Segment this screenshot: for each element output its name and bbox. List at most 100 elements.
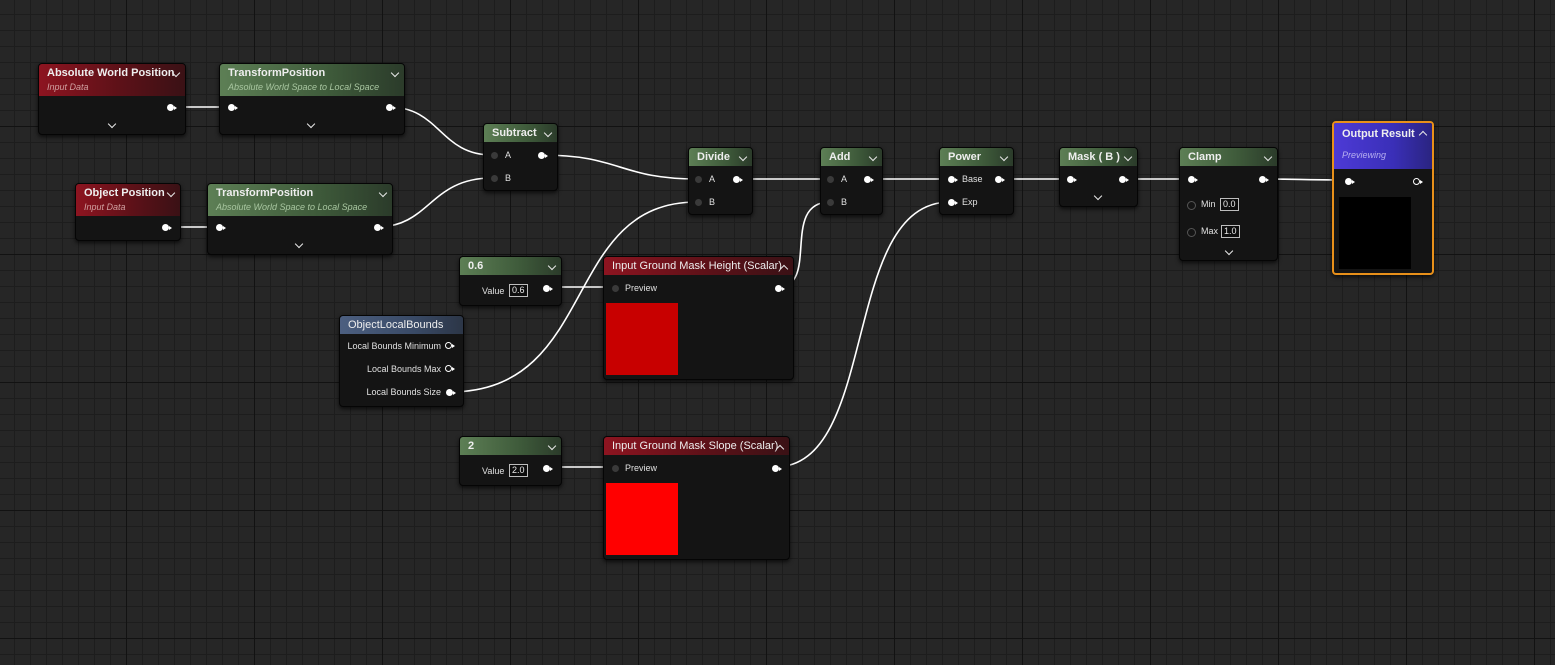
node-header[interactable]: TransformPosition Absolute World Space t… [220,64,404,96]
output-pin[interactable] [864,176,874,183]
collapse-chevron-icon[interactable] [547,261,557,271]
input-pin-a[interactable] [491,152,498,159]
output-pin[interactable] [733,176,743,183]
clamp-node[interactable]: Clamp Min 0.0 Max 1.0 [1179,147,1278,261]
expand-chevron-icon[interactable] [306,119,316,129]
node-header[interactable]: Divide [689,148,752,166]
input-pin-a[interactable] [695,176,702,183]
local-bounds-minimum-pin[interactable] [445,342,455,349]
collapse-chevron-icon[interactable] [390,68,400,78]
expand-chevron-icon[interactable] [107,119,117,129]
node-title: Mask ( B ) [1068,151,1120,163]
collapse-chevron-icon[interactable] [543,128,553,138]
input-pin-min[interactable] [1187,201,1196,210]
min-label: Min [1201,199,1216,209]
power-node[interactable]: Power Base Exp [939,147,1014,215]
input-pin[interactable] [612,465,619,472]
collapse-chevron-icon[interactable] [999,152,1009,162]
node-header[interactable]: Mask ( B ) [1060,148,1137,166]
node-header[interactable]: Output Result Previewing [1334,123,1432,169]
output-pin[interactable] [543,465,553,472]
min-value-field[interactable]: 0.0 [1220,198,1239,211]
node-header[interactable]: TransformPosition Absolute World Space t… [208,184,392,216]
local-bounds-size-pin[interactable] [446,389,456,396]
max-label: Max [1201,226,1219,236]
collapse-chevron-icon[interactable] [166,188,176,198]
output-pin[interactable] [374,224,384,231]
input-pin[interactable] [1188,176,1198,183]
constant-node[interactable]: 2 Value 2.0 [459,436,562,486]
pin-label: A [841,174,848,184]
output-pin[interactable] [538,152,548,159]
transform-position-node[interactable]: TransformPosition Absolute World Space t… [219,63,405,135]
node-header[interactable]: Clamp [1180,148,1277,166]
expand-chevron-icon[interactable] [1093,191,1103,201]
input-pin[interactable] [228,104,238,111]
pin-label: B [709,197,716,207]
input-pin-b[interactable] [491,175,498,182]
pin-label: A [709,174,716,184]
divide-node[interactable]: Divide A B [688,147,753,215]
value-label: Value [482,466,505,476]
node-header[interactable]: ObjectLocalBounds [340,316,463,334]
local-bounds-max-pin[interactable] [445,365,455,372]
absolute-world-position-node[interactable]: Absolute World Position Input Data [38,63,186,135]
collapse-chevron-icon[interactable] [738,152,748,162]
ground-mask-slope-node[interactable]: Input Ground Mask Slope (Scalar) Preview [603,436,790,560]
node-header[interactable]: Absolute World Position Input Data [39,64,185,96]
node-header[interactable]: Subtract [484,124,557,142]
output-pin[interactable] [1119,176,1129,183]
collapse-chevron-icon[interactable] [868,152,878,162]
max-value-field[interactable]: 1.0 [1221,225,1240,238]
preview-thumbnail [1339,197,1411,269]
object-position-node[interactable]: Object Position Input Data [75,183,181,241]
input-pin[interactable] [1067,176,1077,183]
value-field[interactable]: 2.0 [509,464,528,477]
transform-position-node[interactable]: TransformPosition Absolute World Space t… [207,183,393,255]
output-pin[interactable] [1259,176,1269,183]
subtract-node[interactable]: Subtract A B [483,123,558,191]
input-pin-b[interactable] [695,199,702,206]
output-pin[interactable] [167,104,177,111]
collapse-chevron-icon[interactable] [1123,152,1133,162]
wire [376,177,493,228]
ground-mask-height-node[interactable]: Input Ground Mask Height (Scalar) Previe… [603,256,794,380]
input-pin[interactable] [216,224,226,231]
node-title: Divide [697,151,731,163]
mask-node[interactable]: Mask ( B ) [1059,147,1138,207]
node-header[interactable]: Input Ground Mask Slope (Scalar) [604,437,789,455]
add-node[interactable]: Add A B [820,147,883,215]
node-header[interactable]: Input Ground Mask Height (Scalar) [604,257,793,275]
input-pin-base[interactable] [948,176,958,183]
input-pin[interactable] [612,285,619,292]
output-pin[interactable] [995,176,1005,183]
expand-chevron-icon[interactable] [294,239,304,249]
collapse-chevron-icon[interactable] [547,441,557,451]
collapse-chevron-icon[interactable] [1418,130,1428,140]
node-header[interactable]: Object Position Input Data [76,184,180,216]
node-header[interactable]: 0.6 [460,257,561,275]
output-pin[interactable] [543,285,553,292]
input-pin-a[interactable] [827,176,834,183]
node-title: 0.6 [468,260,484,272]
input-pin-b[interactable] [827,199,834,206]
value-field[interactable]: 0.6 [509,284,528,297]
output-pin[interactable] [772,465,782,472]
object-local-bounds-node[interactable]: ObjectLocalBounds Local Bounds Minimum L… [339,315,464,407]
input-pin-exp[interactable] [948,199,958,206]
pin-label: Preview [625,463,658,473]
constant-node[interactable]: 0.6 Value 0.6 [459,256,562,306]
collapse-chevron-icon[interactable] [1263,152,1273,162]
collapse-chevron-icon[interactable] [378,188,388,198]
output-result-node[interactable]: Output Result Previewing [1332,121,1434,275]
output-pin[interactable] [162,224,172,231]
output-pin[interactable] [386,104,396,111]
output-pin[interactable] [1413,178,1423,185]
input-pin-max[interactable] [1187,228,1196,237]
node-header[interactable]: Add [821,148,882,166]
expand-chevron-icon[interactable] [1224,246,1234,256]
node-header[interactable]: 2 [460,437,561,455]
input-pin[interactable] [1345,178,1355,185]
node-header[interactable]: Power [940,148,1013,166]
output-pin[interactable] [775,285,785,292]
